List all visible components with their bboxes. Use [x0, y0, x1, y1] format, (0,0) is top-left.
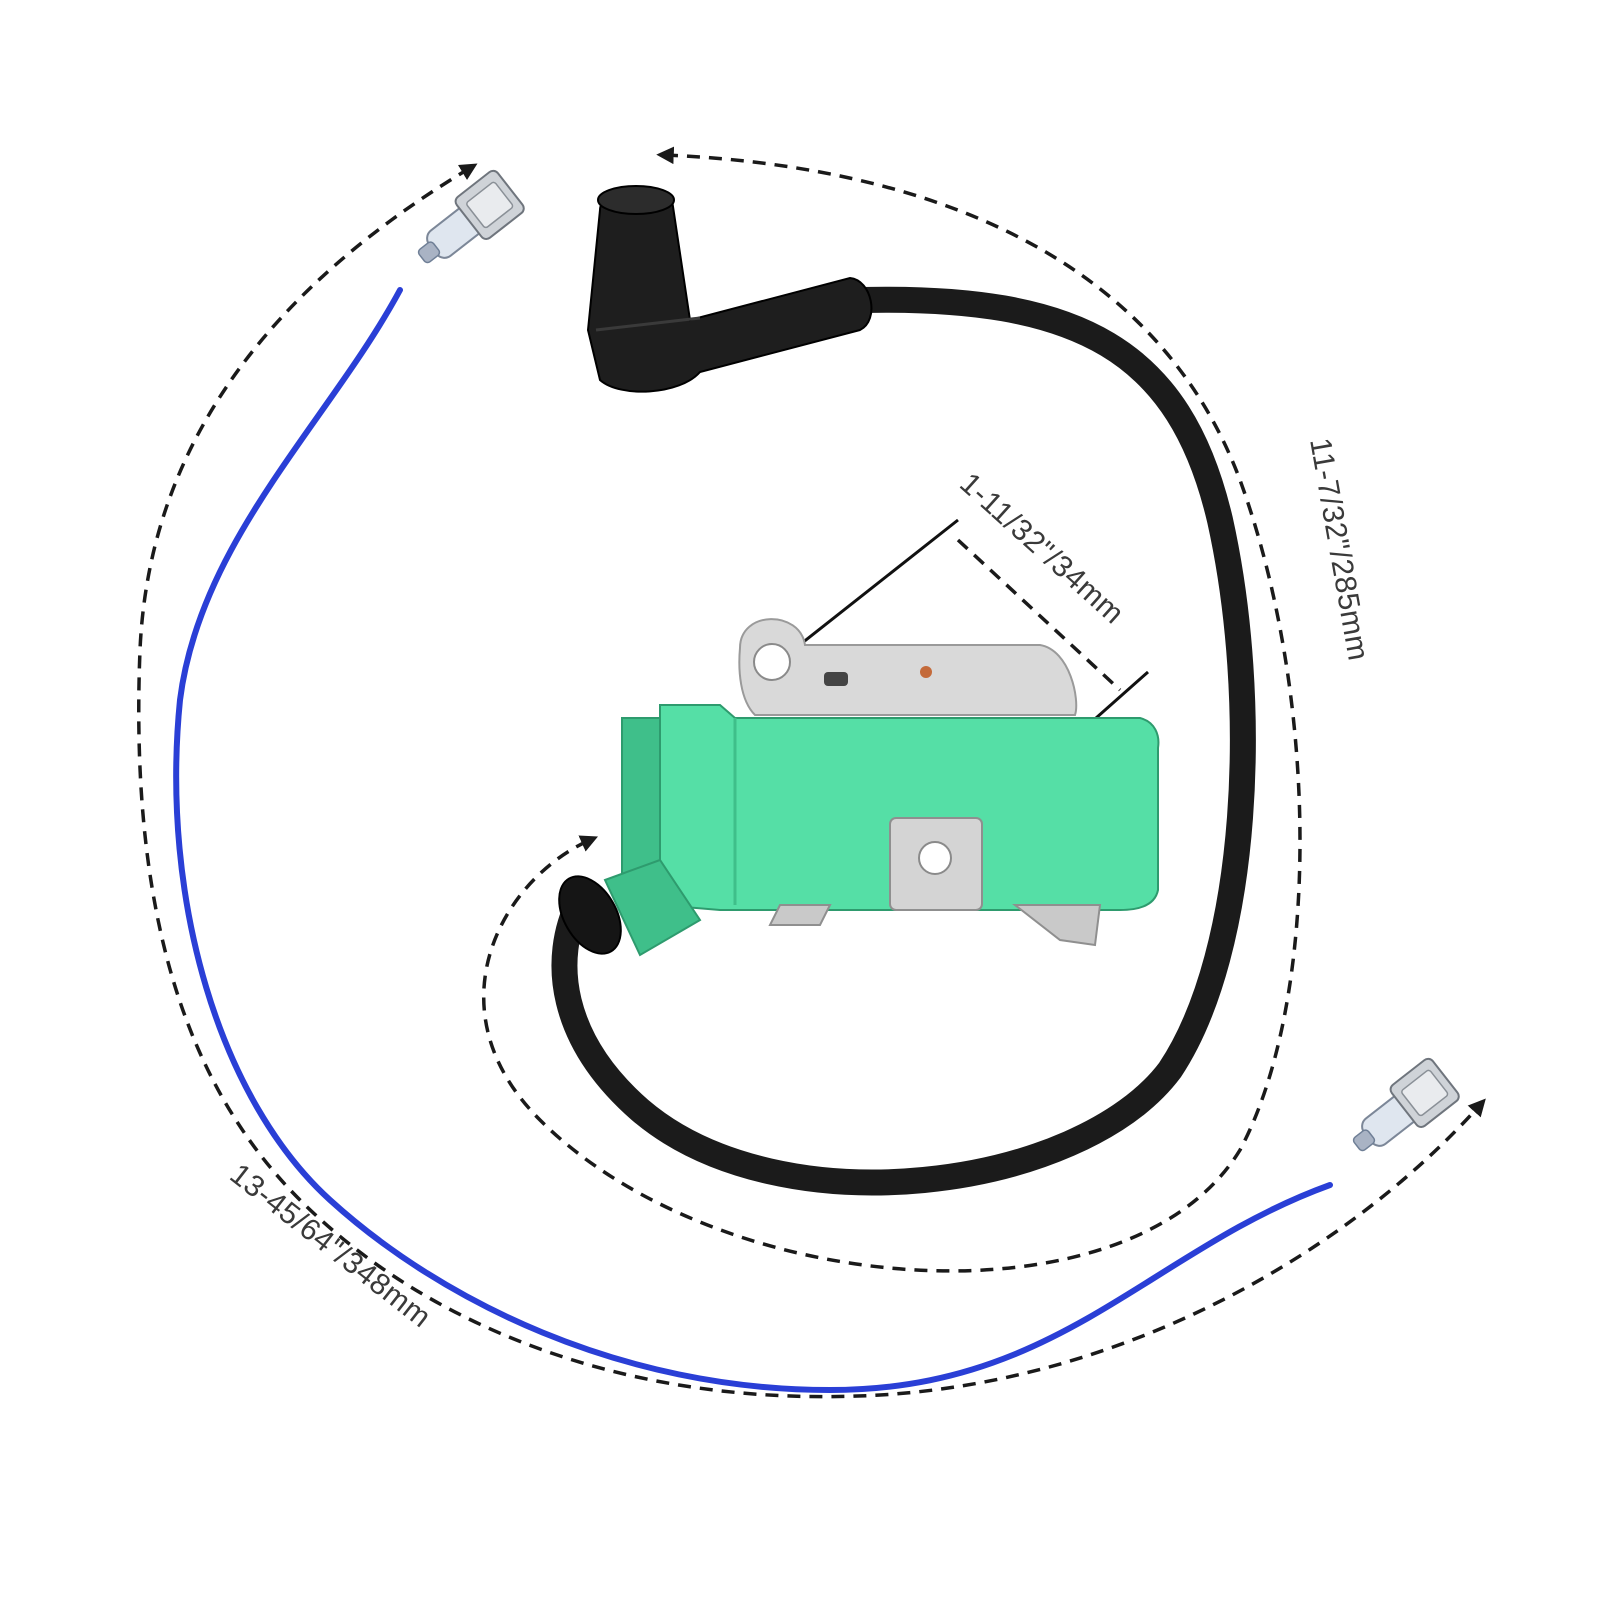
- hv-lead-length-label: 11-7/32"/285mm: [1303, 435, 1375, 663]
- bracket-slot: [824, 672, 848, 686]
- mounting-bracket: [738, 618, 1078, 716]
- mount-hole-top: [753, 643, 791, 681]
- ground-wire-length-label: 13-45/64"/348mm: [224, 1158, 437, 1335]
- module-tab-right: [1012, 904, 1102, 947]
- ground-wire-dimension-line: [137, 163, 1486, 1399]
- ground-wire-terminal-top: [417, 169, 525, 264]
- ground-wire-terminal-bottom: [1352, 1057, 1460, 1152]
- ground-wire: [173, 169, 1460, 1394]
- cable-grommet: [558, 875, 622, 955]
- spark-plug-boot: [586, 185, 873, 393]
- module-tab-left: [768, 904, 832, 926]
- ground-wire-cable: [173, 287, 1333, 1394]
- bracket-rivet: [920, 666, 932, 678]
- mount-spacing-dimension-line: [956, 538, 1122, 692]
- cable-strain-relief: [603, 858, 702, 957]
- mount-spacing-label: 1-11/32"/34mm: [953, 467, 1130, 631]
- ignition-module: [558, 618, 1160, 957]
- hv-lead-cable: [551, 286, 1256, 1196]
- module-body-front: [659, 704, 1160, 911]
- hv-lead-dimension-line: [482, 146, 1302, 1273]
- hv-lead: [551, 185, 1256, 1196]
- mount-spacing-tick-top: [777, 518, 959, 664]
- mount-hole-bottom: [918, 841, 952, 875]
